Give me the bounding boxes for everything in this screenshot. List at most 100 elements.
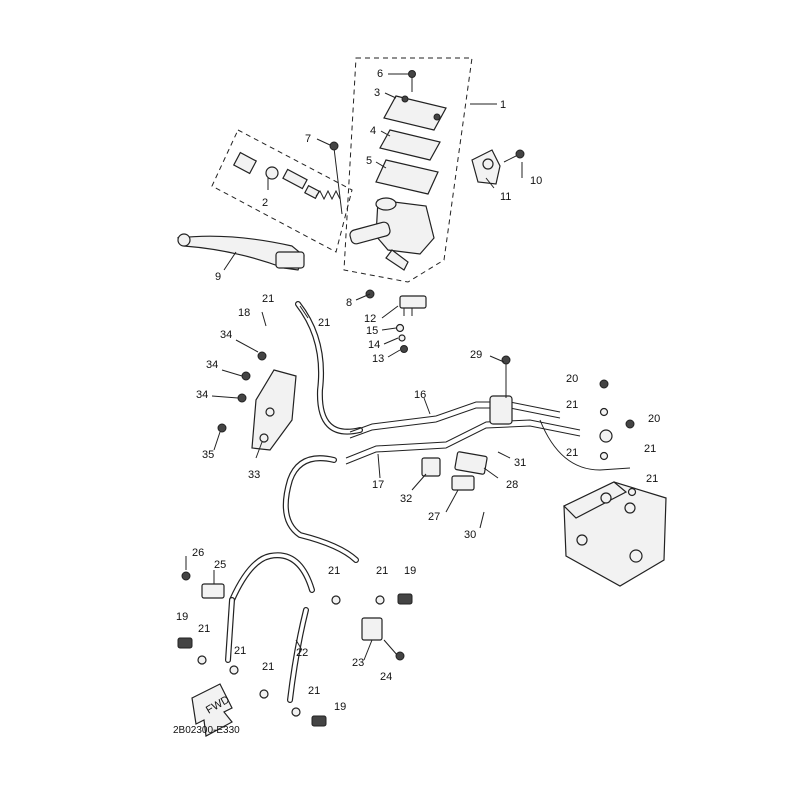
callout-35: 35 <box>202 449 214 461</box>
callout-21l: 21 <box>308 685 320 697</box>
callout-21f: 21 <box>646 473 658 485</box>
callout-19c: 19 <box>334 701 346 713</box>
callout-14: 14 <box>368 339 380 351</box>
brake-pipe-upper <box>349 401 561 439</box>
switch-screw <box>400 345 408 353</box>
callout-34b: 34 <box>206 359 218 371</box>
clamp-holder <box>454 451 488 475</box>
diagram-code: 2B02300-E330 <box>173 725 240 736</box>
switch-washer <box>395 323 405 333</box>
callout-labels: 1 2 3 4 5 6 7 8 9 10 11 12 13 14 15 16 1… <box>176 68 660 713</box>
hose-guide-bolt <box>181 571 191 581</box>
callout-17: 17 <box>372 479 384 491</box>
washer-left-1 <box>197 655 207 665</box>
holder-clamp <box>471 149 501 185</box>
callout-20b: 20 <box>648 413 660 425</box>
callout-12: 12 <box>364 313 376 325</box>
callout-11: 11 <box>500 191 511 203</box>
washer-left-2 <box>229 665 239 675</box>
piston-kit-outline <box>211 129 353 253</box>
abs-washer-mid <box>599 451 609 461</box>
callout-21k: 21 <box>262 661 274 673</box>
joint-block <box>489 395 513 425</box>
callout-21b: 21 <box>318 317 330 329</box>
union-bolt-left <box>177 637 193 649</box>
union-bolt-lower <box>311 715 327 727</box>
washer-lower-2 <box>291 707 301 717</box>
bracket-bolt-1 <box>257 351 267 361</box>
callout-18: 18 <box>238 307 250 319</box>
fwd-arrow-icon: FWD <box>191 683 233 737</box>
abs-hydraulic-unit <box>562 481 667 587</box>
brake-hose-left <box>225 552 315 663</box>
hose-joint <box>361 617 383 641</box>
brake-hose-mid <box>282 455 359 563</box>
hose-bracket <box>251 369 297 451</box>
callout-15: 15 <box>366 325 378 337</box>
piston-kit <box>232 151 341 201</box>
washer-caliper-1 <box>331 595 341 605</box>
callout-33: 33 <box>248 469 260 481</box>
callout-32: 32 <box>400 493 412 505</box>
callout-21e: 21 <box>566 447 578 459</box>
stay <box>451 475 475 491</box>
union-bolt-right <box>397 593 413 605</box>
abs-washer-lower <box>627 487 637 497</box>
bracket-bolt-4 <box>217 423 227 433</box>
callout-10: 10 <box>530 175 542 187</box>
bracket-leaders <box>211 339 259 451</box>
callout-31: 31 <box>514 457 526 469</box>
callout-20a: 20 <box>566 373 578 385</box>
abs-washer-upper <box>599 407 609 417</box>
callout-21h: 21 <box>376 565 388 577</box>
callout-5: 5 <box>366 155 372 167</box>
callout-21j: 21 <box>234 645 246 657</box>
switch-spring-washer <box>398 334 406 342</box>
bracket-bolt-2 <box>241 371 251 381</box>
callout-21a: 21 <box>262 293 274 305</box>
bracket-bolt-3 <box>237 393 247 403</box>
master-cylinder-kit-outline <box>343 57 473 283</box>
washer-caliper-2 <box>375 595 385 605</box>
callout-30: 30 <box>464 529 476 541</box>
callout-26: 26 <box>192 547 204 559</box>
washer-lower-1 <box>259 689 269 699</box>
abs-bolt-upper <box>599 379 609 389</box>
callout-6: 6 <box>377 68 383 80</box>
reservoir-cap <box>383 95 447 131</box>
brake-pipe-lower <box>345 419 631 471</box>
callout-25: 25 <box>214 559 226 571</box>
joint-bolt <box>383 639 399 657</box>
callout-21d: 21 <box>644 443 656 455</box>
reservoir-diaphragm <box>375 159 439 195</box>
callout-3: 3 <box>374 87 380 99</box>
reservoir-plate <box>379 129 441 161</box>
callout-19b: 19 <box>176 611 188 623</box>
pivot-bolt <box>333 147 343 215</box>
callout-8: 8 <box>346 297 352 309</box>
callout-21c: 21 <box>566 399 578 411</box>
callout-27: 27 <box>428 511 440 523</box>
master-cylinder-body <box>349 197 435 271</box>
abs-bolt-lower <box>625 419 635 429</box>
callout-9: 9 <box>215 271 221 283</box>
abs-banjo <box>599 429 613 443</box>
callout-2: 2 <box>262 197 268 209</box>
callout-19a: 19 <box>404 565 416 577</box>
brake-light-switch <box>399 295 427 316</box>
callout-23: 23 <box>352 657 364 669</box>
brake-hose-right <box>287 607 309 703</box>
hose-guide <box>201 583 225 599</box>
callout-34c: 34 <box>196 389 208 401</box>
brake-lever <box>176 233 305 271</box>
brake-hose-upper <box>295 301 363 435</box>
leader-lines <box>185 73 523 661</box>
pipe-clamp <box>421 457 441 477</box>
callout-13: 13 <box>372 353 384 365</box>
callout-29: 29 <box>470 349 482 361</box>
callout-1: 1 <box>500 99 506 111</box>
callout-4: 4 <box>370 125 376 137</box>
callout-21i: 21 <box>198 623 210 635</box>
callout-24: 24 <box>380 671 392 683</box>
